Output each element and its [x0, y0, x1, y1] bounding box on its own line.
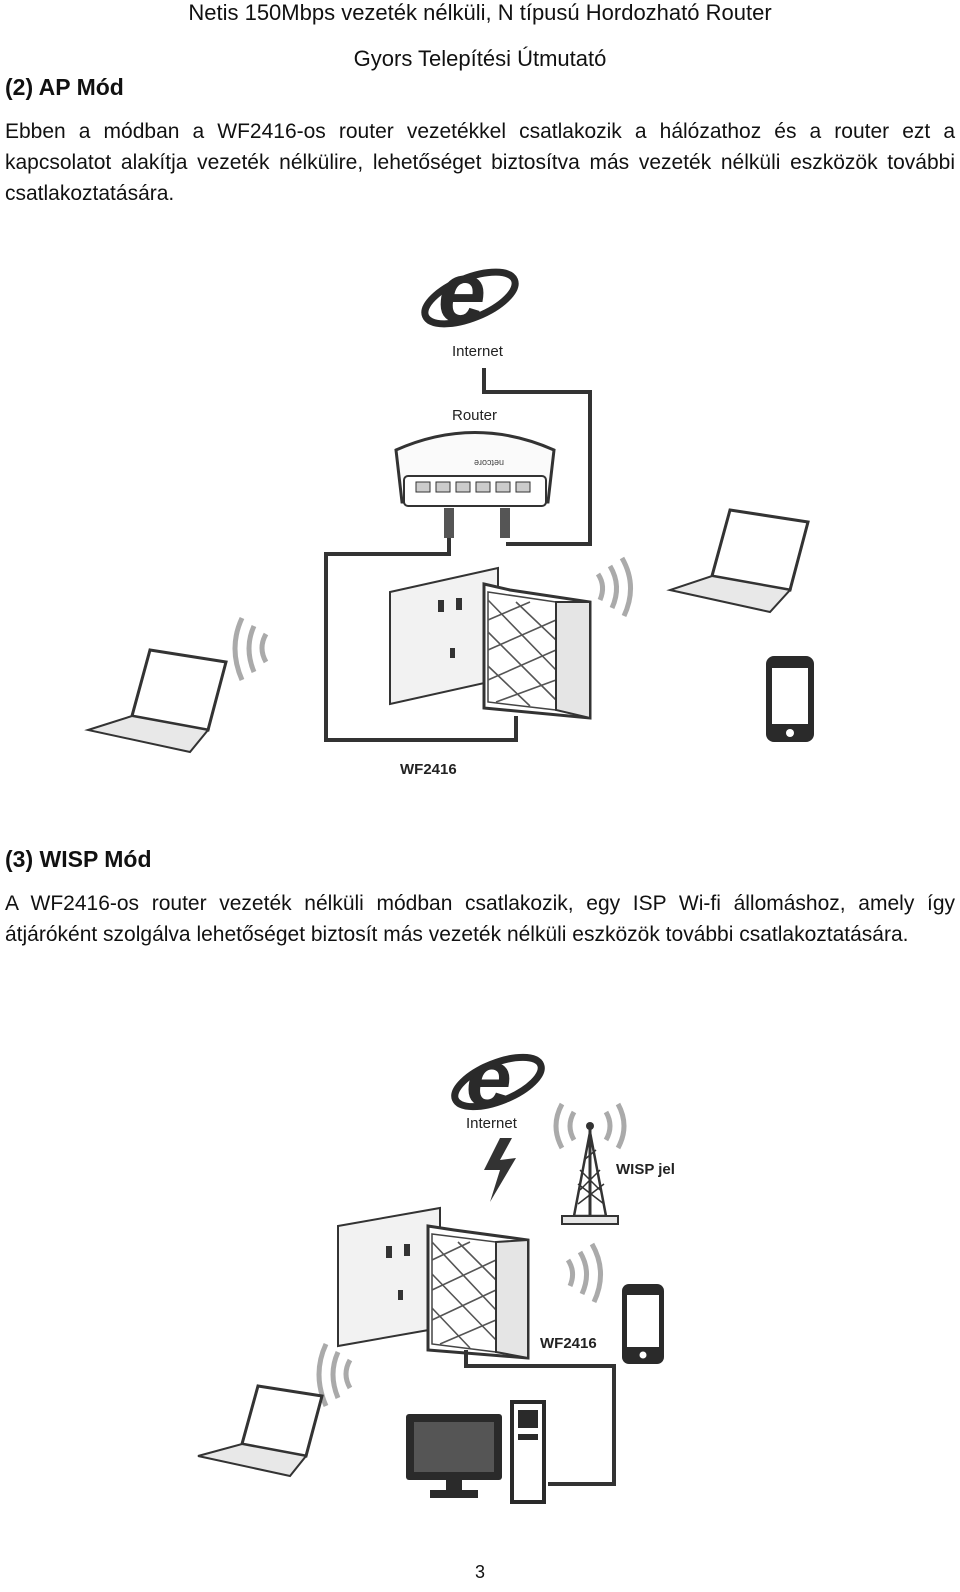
antenna-tower-icon [561, 1122, 619, 1225]
document-title: Netis 150Mbps vezeték nélküli, N típusú … [188, 0, 772, 25]
ethernet-plug-icon [444, 508, 454, 538]
internet-label: Internet [452, 343, 504, 360]
desktop-computer-icon [406, 1400, 546, 1504]
wall-socket-icon [389, 566, 499, 706]
router-icon: netcore [394, 431, 556, 507]
smartphone-icon [766, 656, 814, 742]
wifi-waves-icon [553, 1102, 627, 1150]
lan-cable [324, 538, 518, 742]
ethernet-plug-icon [500, 508, 510, 538]
wifi-waves-icon [316, 1342, 353, 1408]
wisp-signal-label: WISP jel [616, 1161, 675, 1178]
wf2416-label: WF2416 [400, 761, 457, 778]
ap-mode-diagram: e Internet Router netcore [84, 245, 814, 778]
wisp-mode-diagram: e Internet WISP jel [197, 1033, 675, 1504]
wisp-mode-heading: (3) WISP Mód [5, 846, 152, 872]
wifi-waves-icon [595, 556, 633, 618]
wf2416-device-icon [482, 582, 592, 720]
lan-cable [464, 1350, 616, 1486]
internet-explorer-icon: e [451, 1033, 545, 1124]
ap-mode-description: Ebben a módban a WF2416-os router vezeté… [5, 120, 955, 205]
internet-label: Internet [466, 1115, 518, 1132]
svg-text:e: e [466, 1033, 512, 1124]
wan-cable [482, 368, 592, 546]
laptop-icon [84, 648, 228, 754]
internet-explorer-icon: e [421, 245, 519, 341]
wifi-waves-icon [565, 1242, 603, 1304]
wall-socket-icon [337, 1206, 441, 1348]
laptop-icon [197, 1384, 324, 1478]
wf2416-label: WF2416 [540, 1335, 597, 1352]
smartphone-icon [622, 1284, 664, 1364]
lightning-icon [484, 1138, 516, 1202]
router-brand: netcore [474, 458, 504, 468]
wf2416-device-icon [426, 1224, 530, 1360]
router-label: Router [452, 407, 497, 424]
wisp-mode-description: A WF2416-os router vezeték nélküli módba… [5, 892, 955, 946]
laptop-icon [666, 508, 810, 614]
ap-mode-heading: (2) AP Mód [5, 74, 124, 100]
document-subtitle: Gyors Telepítési Útmutató [353, 46, 607, 71]
wifi-waves-icon [232, 616, 269, 682]
page-number: 3 [474, 1562, 485, 1582]
